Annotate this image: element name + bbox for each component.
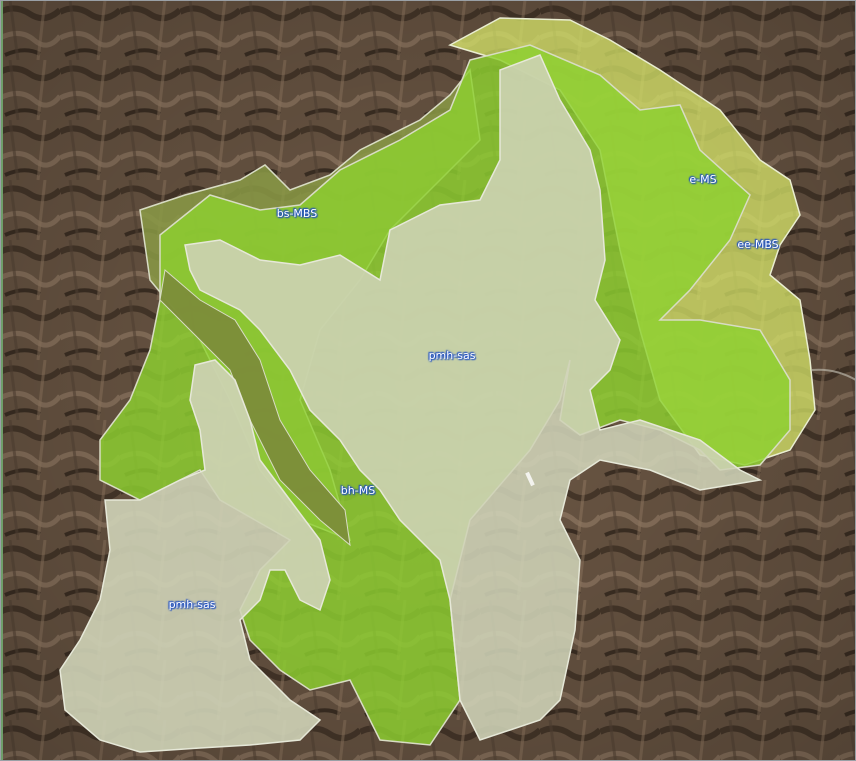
label-pmh-sas-left[interactable]: pmh-sas (168, 598, 216, 611)
label-ee-mbs[interactable]: ee-MBS (737, 238, 779, 251)
left-edge-bar (0, 0, 3, 761)
zone-bs-mbs-strip (159, 269, 351, 547)
river-line (811, 368, 856, 381)
label-bh-ms[interactable]: bh-MS (340, 484, 376, 497)
bright-spot (525, 471, 535, 487)
label-bs-mbs[interactable]: bs-MBS (276, 207, 318, 220)
label-e-ms[interactable]: e-MS (689, 173, 717, 186)
zone-pmh-sas-center (184, 54, 763, 741)
label-pmh-sas-center[interactable]: pmh-sas (428, 349, 476, 362)
zone-pmh-sas-left (59, 359, 331, 753)
